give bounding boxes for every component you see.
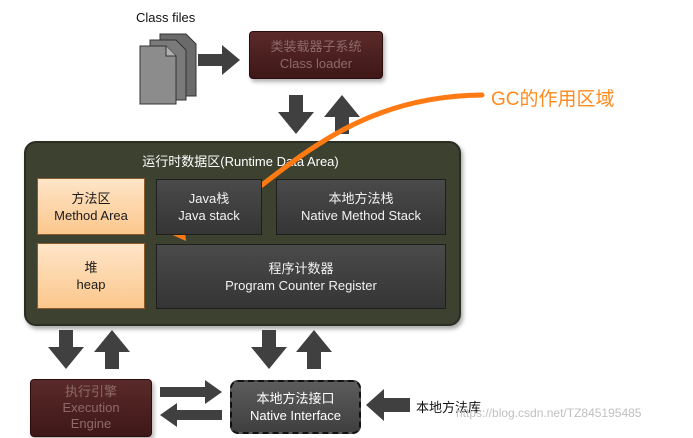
execution-engine-box: 执行引擎 Execution Engine (30, 379, 152, 437)
heap-box: 堆 heap (37, 243, 145, 309)
arrow-down-icon (278, 95, 314, 134)
method-area-cn: 方法区 (71, 190, 111, 206)
documents-icon (139, 33, 197, 105)
arrow-up-icon (296, 330, 332, 369)
class-loader-box: 类装载器子系统 Class loader (249, 31, 383, 79)
class-loader-en: Class loader (279, 56, 353, 71)
native-interface-box: 本地方法接口 Native Interface (230, 380, 361, 434)
program-counter-en: Program Counter Register (225, 277, 377, 293)
class-files-label: Class files (136, 10, 196, 25)
arrow-right-icon (160, 380, 222, 404)
native-library-label: 本地方法库 (416, 400, 482, 415)
arrow-left-icon (366, 389, 410, 421)
heap-cn: 堆 (84, 260, 98, 275)
class-loader-cn: 类装载器子系统 (270, 39, 362, 54)
method-area-en: Method Area (54, 207, 128, 223)
native-interface-cn: 本地方法接口 (256, 391, 335, 406)
arrow-down-icon (251, 330, 287, 369)
java-stack-box: Java栈 Java stack (156, 179, 262, 235)
java-stack-cn: Java栈 (188, 191, 230, 206)
gc-scope-label: GC的作用区域 (491, 89, 615, 110)
heap-en: heap (76, 277, 106, 292)
native-method-stack-box: 本地方法栈 Native Method Stack (276, 179, 446, 235)
native-interface-en: Native Interface (249, 408, 342, 423)
execution-engine-en-1: Execution (62, 400, 120, 415)
arrow-down-icon (48, 330, 84, 369)
arrow-up-icon (324, 95, 360, 134)
program-counter-cn: 程序计数器 (268, 260, 334, 276)
native-method-stack-cn: 本地方法栈 (328, 191, 394, 206)
java-stack-en: Java stack (178, 208, 240, 223)
arrow-up-icon (94, 330, 130, 369)
execution-engine-cn: 执行引擎 (64, 384, 117, 399)
execution-engine-en-2: Engine (70, 416, 112, 431)
watermark: https://blog.csdn.net/TZ845195485 (456, 406, 642, 420)
arrow-right-icon (198, 45, 240, 75)
method-area-box: 方法区 Method Area (37, 178, 145, 235)
arrow-left-icon (160, 403, 222, 427)
native-method-stack-en: Native Method Stack (301, 208, 421, 223)
program-counter-box: 程序计数器 Program Counter Register (156, 244, 446, 309)
